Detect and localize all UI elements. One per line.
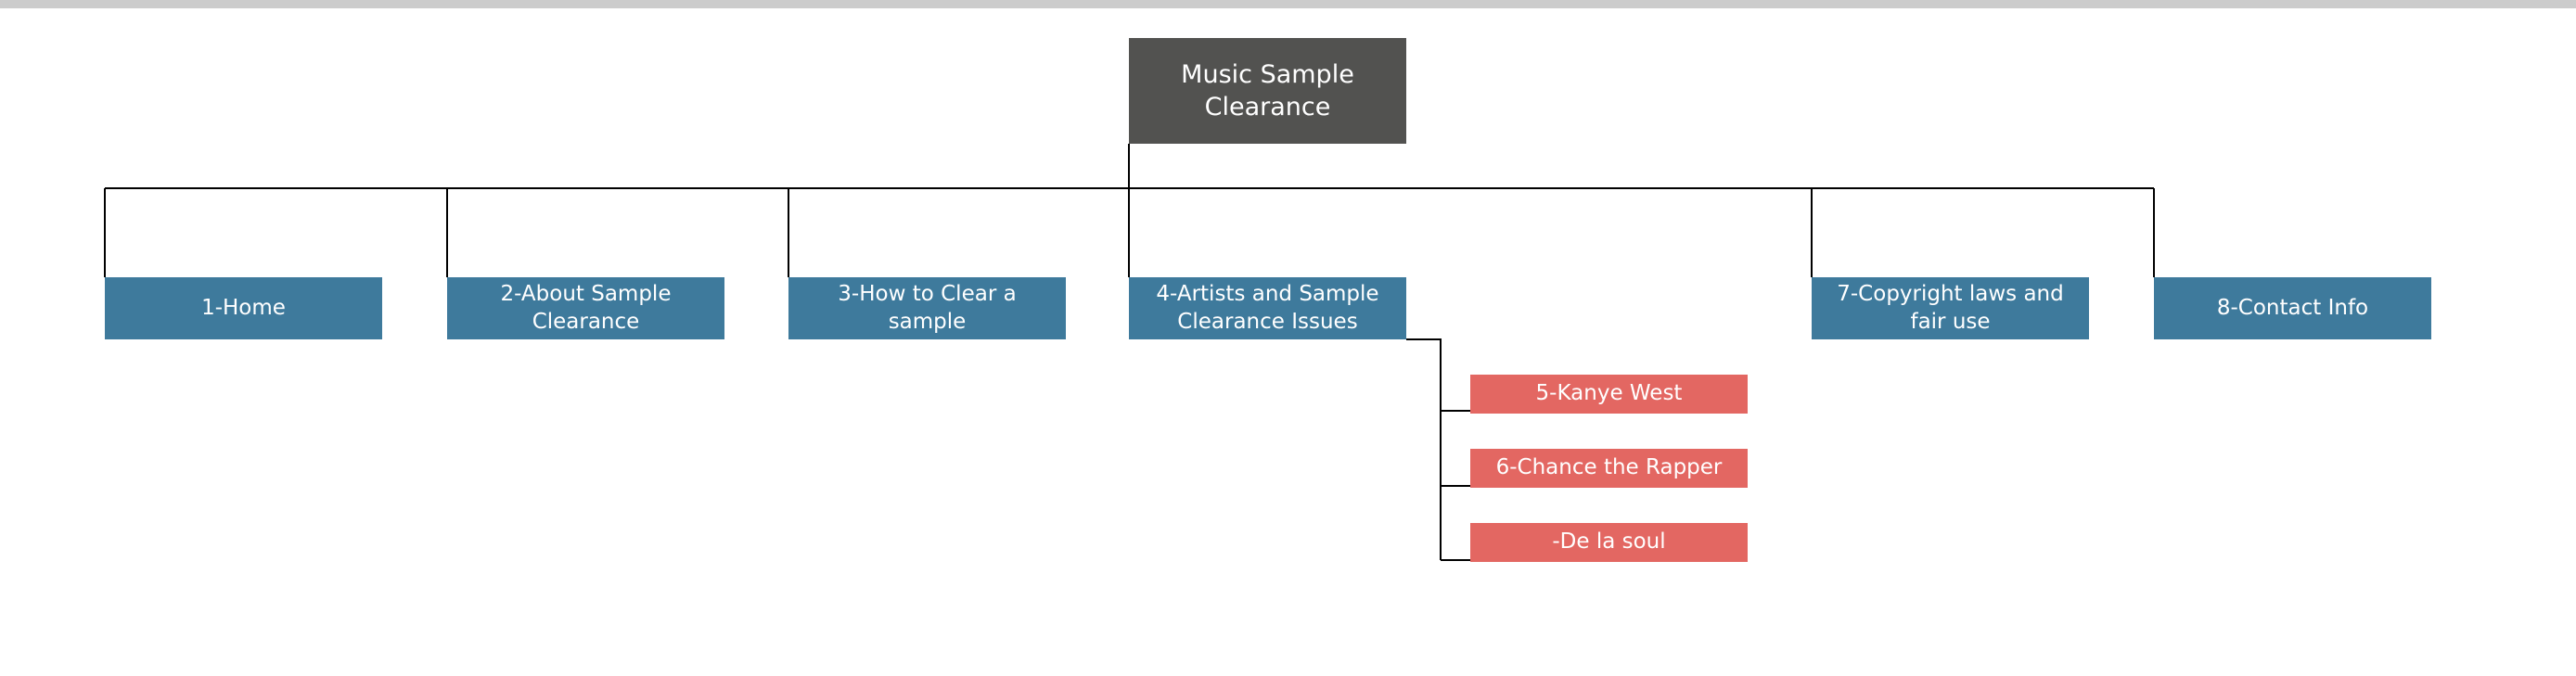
sub-node-de-la-soul: -De la soul: [1470, 523, 1748, 562]
sub-node-chance-the-rapper: 6-Chance the Rapper: [1470, 449, 1748, 488]
sub-node-label: -De la soul: [1552, 529, 1666, 555]
sub-node-label: 6-Chance the Rapper: [1495, 455, 1723, 480]
page-node-about: 2-About Sample Clearance: [447, 277, 724, 339]
page-node-label: 8-Contact Info: [2216, 295, 2369, 320]
root-node-label: Music Sample Clearance: [1181, 59, 1354, 121]
sub-node-kanye-west: 5-Kanye West: [1470, 375, 1748, 414]
connector-artists-branch: [1406, 338, 1442, 560]
page-node-label: 7-Copyright laws and fair use: [1837, 281, 2064, 334]
sub-node-label: 5-Kanye West: [1535, 381, 1683, 406]
page-node-label: 2-About Sample Clearance: [500, 281, 672, 334]
page-node-copyright: 7-Copyright laws and fair use: [1812, 277, 2089, 339]
page-node-contact: 8-Contact Info: [2154, 277, 2431, 339]
top-strip: [0, 0, 2576, 8]
page-node-label: 1-Home: [201, 295, 286, 320]
page-node-label: 4-Artists and Sample Clearance Issues: [1156, 281, 1379, 334]
page-node-how-to: 3-How to Clear a sample: [788, 277, 1066, 339]
root-node: Music Sample Clearance: [1129, 38, 1406, 144]
page-node-artists: 4-Artists and Sample Clearance Issues: [1129, 277, 1406, 339]
page-node-home: 1-Home: [105, 277, 382, 339]
page-node-label: 3-How to Clear a sample: [838, 281, 1017, 334]
